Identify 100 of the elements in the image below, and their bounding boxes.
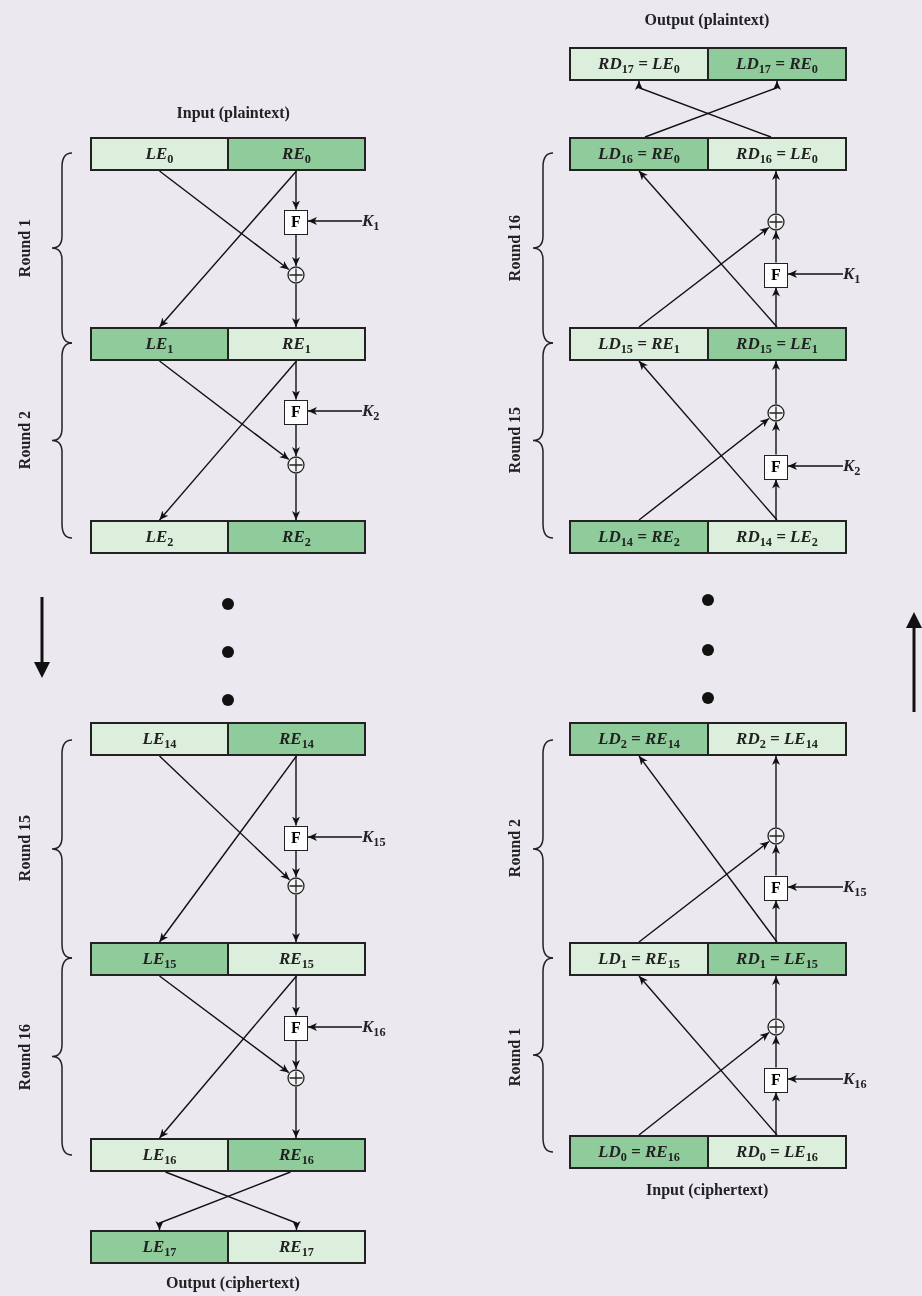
subkey-label: K$_{2}$ <box>843 456 861 476</box>
arrow <box>772 899 780 943</box>
xor-symbol <box>287 877 305 895</box>
data-block-cell: LE$_{14}$ <box>90 722 229 756</box>
io-label: Input (ciphertext) <box>646 1181 769 1199</box>
data-block-cell: RD$_{1}$ = LE$_{15}$ <box>707 942 847 976</box>
arrow <box>292 755 300 827</box>
arrow <box>772 1091 780 1136</box>
data-block-cell: LE$_{15}$ <box>90 942 229 976</box>
arrow <box>292 233 300 267</box>
round-label: Round 15 <box>506 406 525 474</box>
function-box: F <box>284 825 308 851</box>
data-block-cell: RE$_{14}$ <box>227 722 366 756</box>
arrow <box>638 417 770 521</box>
arrow <box>772 421 780 456</box>
data-block-cell: LD$_{14}$ = RE$_{2}$ <box>569 520 709 554</box>
arrow <box>158 975 290 1074</box>
arrow <box>292 1086 300 1139</box>
arrow <box>638 360 778 521</box>
xor-symbol <box>767 213 785 231</box>
arrow <box>638 1031 770 1136</box>
data-block-cell: LE$_{17}$ <box>90 1230 229 1264</box>
arrow <box>292 894 300 943</box>
data-block-cell: LD$_{15}$ = RE$_{1}$ <box>569 327 709 361</box>
arrow <box>638 975 778 1136</box>
arrow <box>638 170 778 328</box>
arrow <box>772 844 780 877</box>
data-block-cell: RD$_{2}$ = LE$_{14}$ <box>707 722 847 756</box>
arrow <box>787 270 844 278</box>
function-box: F <box>764 875 788 901</box>
data-block-cell: RD$_{15}$ = LE$_{1}$ <box>707 327 847 361</box>
xor-symbol <box>767 1018 785 1036</box>
arrow <box>158 170 298 328</box>
function-box: F <box>764 262 788 288</box>
round-label: Round 1 <box>506 1027 525 1087</box>
data-block-cell: LE$_{2}$ <box>90 520 229 554</box>
arrow <box>292 1039 300 1070</box>
data-block-cell: RE$_{1}$ <box>227 327 366 361</box>
round-label: Round 15 <box>16 814 35 882</box>
arrow <box>292 170 300 211</box>
function-box: F <box>284 1015 308 1041</box>
function-box: F <box>764 1067 788 1093</box>
data-block-cell: LE$_{0}$ <box>90 137 229 171</box>
arrow <box>772 975 780 1019</box>
arrow <box>772 1035 780 1069</box>
xor-symbol <box>287 456 305 474</box>
subkey-label: K$_{16}$ <box>843 1069 867 1089</box>
arrow <box>292 473 300 521</box>
io-label: Input (plaintext) <box>176 104 290 122</box>
xor-symbol <box>287 266 305 284</box>
arrow <box>158 170 290 271</box>
xor-symbol <box>767 404 785 422</box>
data-block-cell: RD$_{0}$ = LE$_{16}$ <box>707 1135 847 1169</box>
data-block-cell: LE$_{1}$ <box>90 327 229 361</box>
subkey-label: K$_{1}$ <box>362 211 380 231</box>
arrow <box>772 286 780 328</box>
data-block-cell: LD$_{16}$ = RE$_{0}$ <box>569 137 709 171</box>
round-label: Round 16 <box>506 214 525 282</box>
data-block-cell: LD$_{1}$ = RE$_{15}$ <box>569 942 709 976</box>
data-block-cell: LD$_{17}$ = RE$_{0}$ <box>707 47 847 81</box>
arrow <box>772 755 780 828</box>
data-block-cell: LE$_{16}$ <box>90 1138 229 1172</box>
arrow <box>158 755 291 881</box>
arrow <box>292 849 300 878</box>
subkey-label: K$_{2}$ <box>362 401 380 421</box>
arrow <box>292 283 300 328</box>
arrow <box>787 1075 844 1083</box>
arrow <box>307 217 363 225</box>
arrow <box>787 883 844 891</box>
arrow <box>772 230 780 264</box>
arrow <box>307 407 363 415</box>
arrow <box>638 840 770 943</box>
data-block-cell: RE$_{0}$ <box>227 137 366 171</box>
arrow <box>158 975 298 1139</box>
subkey-label: K$_{15}$ <box>362 827 386 847</box>
arrow <box>158 360 290 461</box>
arrow <box>638 755 778 943</box>
data-block-cell: LD$_{2}$ = RE$_{14}$ <box>569 722 709 756</box>
arrow <box>772 478 780 521</box>
data-block-cell: RD$_{16}$ = LE$_{0}$ <box>707 137 847 171</box>
round-label: Round 2 <box>506 818 525 878</box>
io-label: Output (plaintext) <box>644 11 770 29</box>
xor-symbol <box>287 1069 305 1087</box>
data-block-cell: RD$_{14}$ = LE$_{2}$ <box>707 520 847 554</box>
data-block-cell: LD$_{0}$ = RE$_{16}$ <box>569 1135 709 1169</box>
arrow <box>292 975 300 1017</box>
data-block-cell: RE$_{17}$ <box>227 1230 366 1264</box>
function-box: F <box>764 454 788 480</box>
arrow <box>772 360 780 405</box>
arrow <box>772 170 780 214</box>
arrow <box>787 462 844 470</box>
subkey-label: K$_{15}$ <box>843 877 867 897</box>
subkey-label: K$_{16}$ <box>362 1017 386 1037</box>
data-block-cell: RE$_{15}$ <box>227 942 366 976</box>
arrow <box>638 226 770 328</box>
arrow <box>292 423 300 457</box>
arrow <box>292 360 300 401</box>
data-block-cell: RE$_{16}$ <box>227 1138 366 1172</box>
subkey-label: K$_{1}$ <box>843 264 861 284</box>
data-block-cell: RE$_{2}$ <box>227 520 366 554</box>
